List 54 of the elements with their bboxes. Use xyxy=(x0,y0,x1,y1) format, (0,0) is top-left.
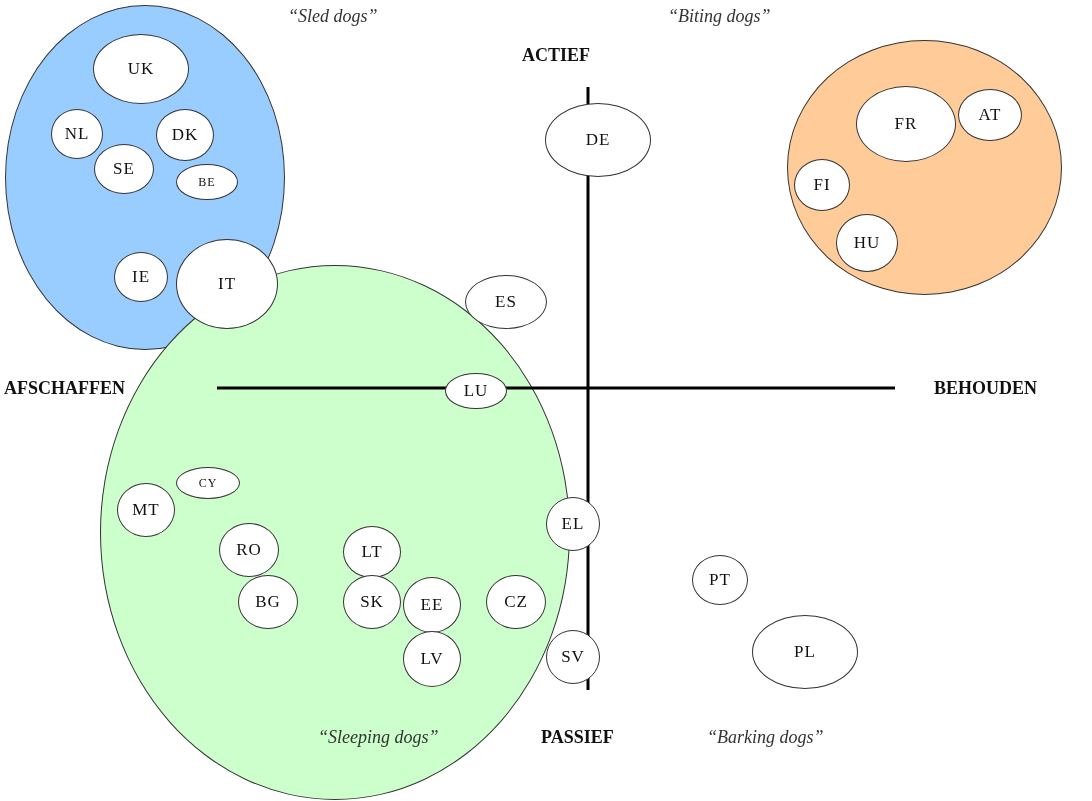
country-circle xyxy=(343,526,401,578)
country-code: MT xyxy=(132,500,160,520)
country-code: IT xyxy=(217,274,236,294)
country-code: FI xyxy=(813,175,831,195)
axis-label: ACTIEF xyxy=(522,45,590,66)
country-code: HU xyxy=(853,233,881,253)
country-code: EE xyxy=(420,595,444,615)
country-circle xyxy=(176,164,238,200)
country-code: SV xyxy=(561,647,585,667)
country-circle xyxy=(445,373,507,409)
country-code: LT xyxy=(361,542,383,562)
country-code: FR xyxy=(894,114,918,134)
country-code: CY xyxy=(198,475,218,491)
country-circle xyxy=(219,523,279,577)
quadrant-label: “Sleeping dogs” xyxy=(318,727,439,748)
country-circle xyxy=(51,109,103,159)
axis-label: PASSIEF xyxy=(541,727,614,748)
country-circle xyxy=(238,575,298,629)
country-code: IE xyxy=(131,267,150,287)
country-code: UK xyxy=(127,59,155,79)
country-code: LU xyxy=(463,381,489,401)
country-code: DK xyxy=(171,125,199,145)
country-circle xyxy=(794,159,850,211)
country-circle xyxy=(343,575,401,629)
country-code: AT xyxy=(978,105,1002,125)
country-code: ES xyxy=(495,292,517,312)
country-code: PT xyxy=(709,570,731,590)
country-code: BG xyxy=(255,592,281,612)
country-code: LV xyxy=(420,649,444,669)
country-code: SE xyxy=(113,159,135,179)
country-circle xyxy=(836,214,898,272)
country-code: RO xyxy=(236,540,262,560)
country-code: EL xyxy=(561,514,585,534)
country-circle xyxy=(176,467,240,499)
country-code: NL xyxy=(64,124,90,144)
quadrant-label: “Biting dogs” xyxy=(668,6,771,27)
country-code: BE xyxy=(198,174,216,190)
quadrant-label: “Sled dogs” xyxy=(288,6,378,27)
axis-label: BEHOUDEN xyxy=(934,378,1038,399)
country-code: SK xyxy=(360,592,384,612)
country-circle xyxy=(403,577,461,633)
country-code: CZ xyxy=(504,592,528,612)
quadrant-label: “Barking dogs” xyxy=(707,727,824,748)
axis-label: AFSCHAFFEN xyxy=(4,378,125,399)
country-circle xyxy=(403,631,461,687)
country-circle xyxy=(114,252,168,302)
country-circle xyxy=(958,89,1022,141)
country-circle xyxy=(94,144,154,194)
country-circle xyxy=(546,630,600,684)
country-circle xyxy=(692,555,748,605)
country-code: DE xyxy=(585,130,611,150)
country-code: PL xyxy=(794,642,816,662)
country-circle xyxy=(156,109,214,161)
country-circle xyxy=(117,483,175,537)
